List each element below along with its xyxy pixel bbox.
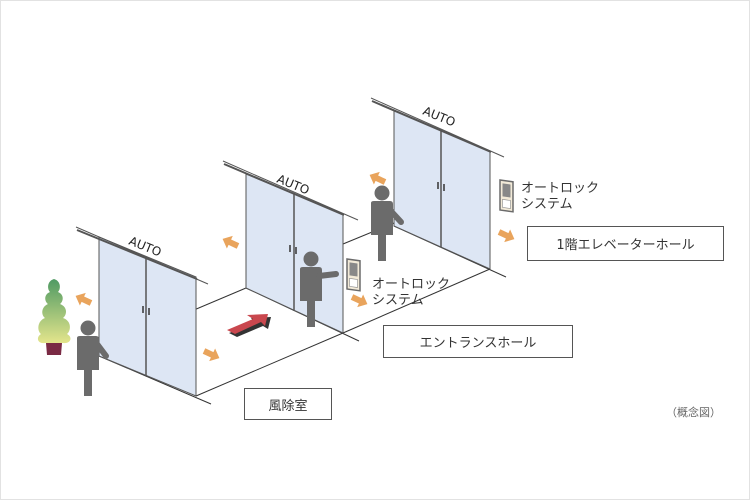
area-label-entrance-hall: エントランスホール [383, 325, 573, 358]
door-open-arrow-icon [201, 344, 223, 365]
intercom-icon [346, 258, 361, 292]
conceptual-diagram-note: （概念図） [666, 406, 721, 419]
door-open-arrow-icon [72, 289, 94, 310]
auto-door-1 [75, 226, 209, 397]
door-open-arrow-icon [496, 225, 518, 246]
area-label-elevator-hall: 1階エレベーターホール [527, 226, 724, 261]
door-open-arrow-icon [349, 290, 371, 311]
person-icon [77, 320, 109, 396]
intercom-icon [499, 179, 514, 213]
auto-door-3 [370, 97, 505, 270]
intercom-label-elevator: オートロック システム [521, 181, 599, 213]
door-open-arrow-icon [219, 232, 241, 253]
direction-arrow-icon [227, 314, 271, 337]
intercom-label-entrance: オートロック システム [372, 277, 450, 309]
plant-icon [37, 279, 71, 355]
intercom-label-line1: オートロック [372, 277, 451, 292]
intercom-label-line2: システム [372, 293, 424, 308]
person-icon [300, 251, 339, 327]
person-icon [371, 185, 404, 261]
intercom-label-line1: オートロック [521, 181, 600, 196]
area-label-vestibule: 風除室 [244, 388, 332, 420]
intercom-label-line2: システム [521, 197, 573, 212]
door-open-arrow-icon [366, 168, 388, 189]
